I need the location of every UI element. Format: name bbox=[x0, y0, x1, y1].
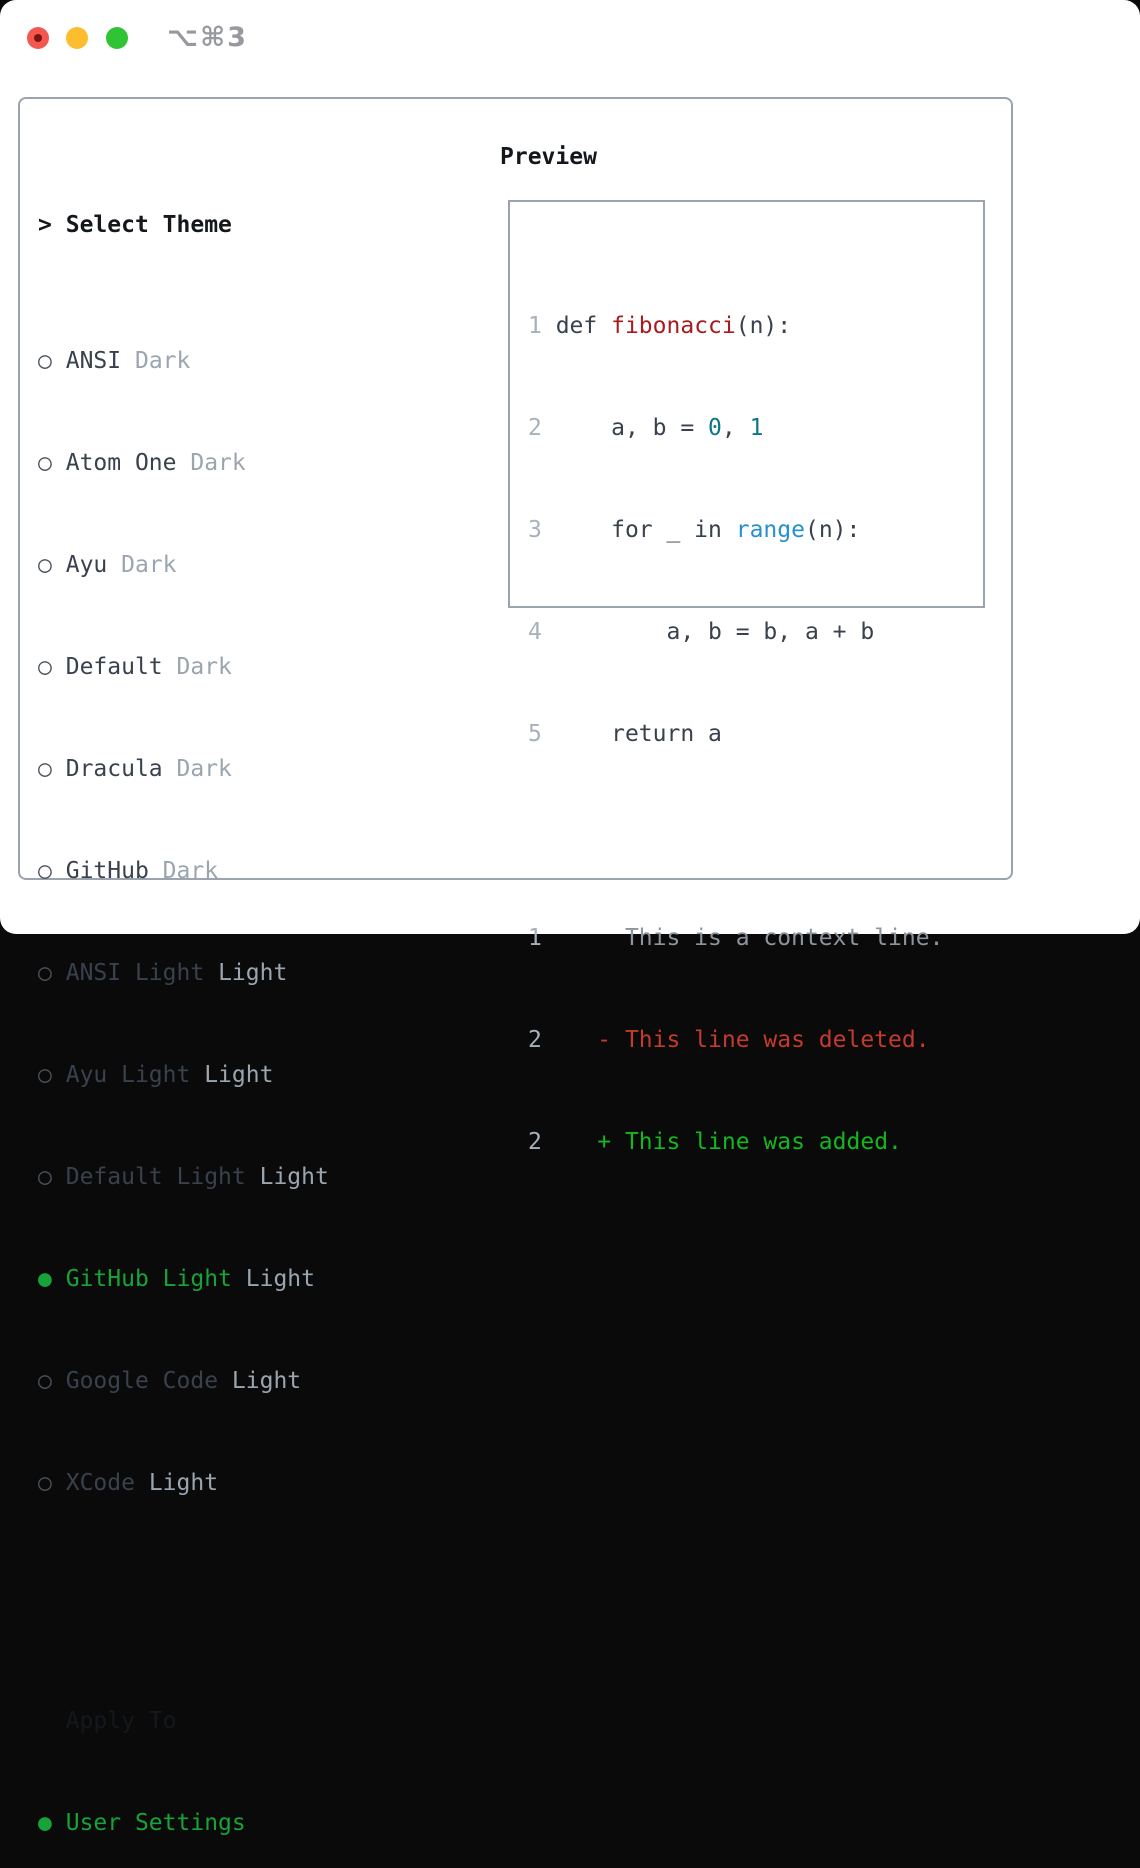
code-line: 4 a, b = b, a + b bbox=[528, 619, 875, 645]
theme-item-default-dark[interactable]: ○ Default Dark bbox=[38, 654, 232, 680]
theme-item-atom-one-dark[interactable]: ○ Atom One Dark bbox=[38, 450, 246, 476]
apply-to-header: Apply To bbox=[65, 1708, 177, 1734]
theme-item-google-code-light[interactable]: ○ Google Code Light bbox=[38, 1368, 302, 1394]
radio-icon: ○ bbox=[38, 552, 52, 578]
radio-selected-icon: ● bbox=[38, 1266, 52, 1292]
theme-item-ansi-dark[interactable]: ○ ANSI Dark bbox=[38, 348, 191, 374]
caret-icon: > bbox=[38, 212, 52, 238]
code-line: 2 a, b = 0, 1 bbox=[528, 415, 764, 441]
radio-icon: ○ bbox=[38, 756, 52, 782]
theme-item-ayu-light[interactable]: ○ Ayu Light Light bbox=[38, 1062, 274, 1088]
theme-item-dracula-dark[interactable]: ○ Dracula Dark bbox=[38, 756, 232, 782]
zoom-button[interactable] bbox=[106, 27, 128, 49]
radio-icon: ○ bbox=[38, 1164, 52, 1190]
radio-icon: ○ bbox=[38, 1062, 52, 1088]
diff-context-line: 1 This is a context line. bbox=[528, 925, 944, 951]
select-theme-header: > Select Theme bbox=[38, 208, 426, 242]
radio-selected-icon: ● bbox=[38, 1810, 52, 1836]
theme-item-xcode-light[interactable]: ○ XCode Light bbox=[38, 1470, 219, 1496]
close-button[interactable] bbox=[27, 27, 49, 49]
theme-list: > Select Theme ○ ANSI Dark ○ Atom One Da… bbox=[38, 140, 426, 1868]
theme-item-ayu-dark[interactable]: ○ Ayu Dark bbox=[38, 552, 177, 578]
spacer bbox=[38, 1602, 426, 1636]
diff-deleted-line: 2 - This line was deleted. bbox=[528, 1027, 930, 1053]
theme-item-ansi-light[interactable]: ○ ANSI Light Light bbox=[38, 960, 288, 986]
preview-title: Preview bbox=[500, 144, 597, 170]
apply-option-user-settings[interactable]: ● User Settings bbox=[38, 1810, 246, 1836]
code-line: 5 return a bbox=[528, 721, 722, 747]
radio-icon: ○ bbox=[38, 1368, 52, 1394]
code-line: 3 for _ in range(n): bbox=[528, 517, 861, 543]
theme-item-default-light[interactable]: ○ Default Light Light bbox=[38, 1164, 329, 1190]
code-line: 1 def fibonacci(n): bbox=[528, 313, 792, 339]
radio-icon: ○ bbox=[38, 450, 52, 476]
code-preview: 1 def fibonacci(n): 2 a, b = 0, 1 3 for … bbox=[528, 241, 943, 1227]
radio-icon: ○ bbox=[38, 858, 52, 884]
radio-icon: ○ bbox=[38, 348, 52, 374]
theme-item-github-light[interactable]: ● GitHub Light Light bbox=[38, 1266, 315, 1292]
spacer bbox=[528, 819, 943, 853]
theme-item-github-dark[interactable]: ○ GitHub Dark bbox=[38, 858, 219, 884]
window-title: ⌥⌘3 bbox=[167, 22, 248, 53]
radio-icon: ○ bbox=[38, 1470, 52, 1496]
radio-icon: ○ bbox=[38, 654, 52, 680]
preview-pane: 1 def fibonacci(n): 2 a, b = 0, 1 3 for … bbox=[508, 200, 985, 1155]
titlebar: ⌥⌘3 bbox=[0, 0, 1140, 76]
radio-icon: ○ bbox=[38, 960, 52, 986]
diff-added-line: 2 + This line was added. bbox=[528, 1129, 902, 1155]
minimize-button[interactable] bbox=[66, 27, 88, 49]
select-theme-title: Select Theme bbox=[65, 212, 232, 238]
